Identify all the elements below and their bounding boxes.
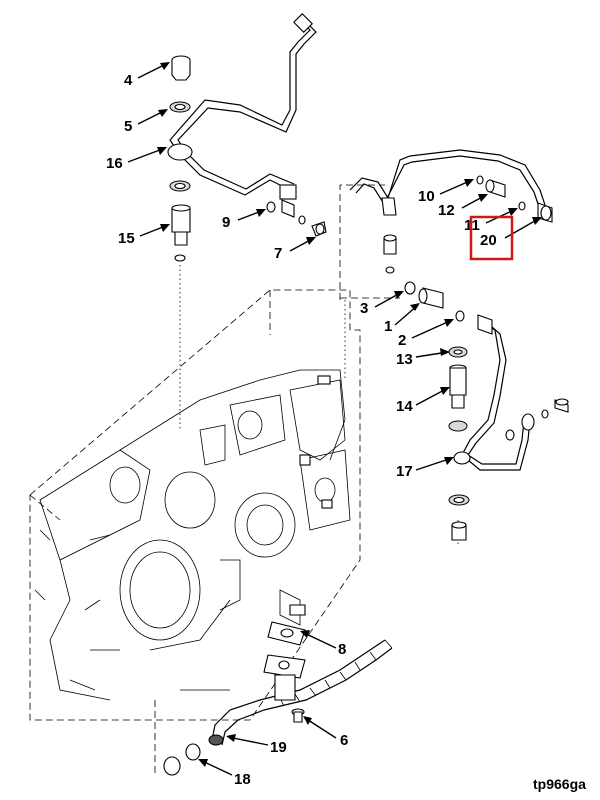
callout-17: 17 xyxy=(396,463,413,480)
callout-3: 3 xyxy=(360,300,368,317)
drain-tube-19 xyxy=(208,639,393,746)
part-8-gasket xyxy=(267,604,306,646)
part-16-washer-lower xyxy=(169,180,191,192)
part-15-adapter xyxy=(171,204,191,262)
part-4-banjo-bolt xyxy=(171,55,191,81)
callout-10: 10 xyxy=(418,188,435,205)
engine-block xyxy=(29,289,361,721)
figure-id: tp966ga xyxy=(533,776,586,792)
part-1-fitting xyxy=(418,287,444,309)
part-12-fitting xyxy=(485,179,506,198)
callout-1: 1 xyxy=(384,318,392,335)
callout-8: 8 xyxy=(338,641,346,658)
part-10-o-ring xyxy=(476,175,484,185)
callout-labels: 4 5 16 15 9 7 10 12 11 20 3 1 2 13 14 17… xyxy=(106,72,497,788)
part-13-washer xyxy=(448,346,468,358)
callout-9: 9 xyxy=(222,214,230,231)
callout-15: 15 xyxy=(118,230,135,247)
part-3-o-ring xyxy=(404,281,416,295)
callout-2: 2 xyxy=(398,332,406,349)
callout-6: 6 xyxy=(340,732,348,749)
part-14-adapter xyxy=(448,364,468,432)
part-9-o-ring xyxy=(266,199,295,218)
callout-16: 16 xyxy=(106,155,123,172)
part-7-bolt xyxy=(298,215,327,237)
callout-12: 12 xyxy=(438,202,455,219)
part-6-bolt xyxy=(291,708,305,723)
callout-5: 5 xyxy=(124,118,132,135)
callout-19: 19 xyxy=(270,739,287,756)
part-17-lower-washer-bolt xyxy=(448,494,470,541)
callout-20: 20 xyxy=(480,232,497,249)
callout-14: 14 xyxy=(396,398,413,415)
tube-assembly-17 xyxy=(453,314,569,471)
part-2-o-ring xyxy=(455,310,465,322)
callout-13: 13 xyxy=(396,351,413,368)
part-5-sealing-washer xyxy=(169,101,191,113)
callout-18: 18 xyxy=(234,771,251,788)
callout-7: 7 xyxy=(274,245,282,262)
part-18-clamp xyxy=(163,743,201,776)
tube-assembly-16 xyxy=(167,13,317,200)
callout-4: 4 xyxy=(124,72,133,89)
leader-arrows xyxy=(127,62,542,776)
tube-assembly-20 xyxy=(349,149,553,274)
highlight-box-callout-20 xyxy=(469,215,514,261)
part-11-o-ring xyxy=(518,201,526,211)
